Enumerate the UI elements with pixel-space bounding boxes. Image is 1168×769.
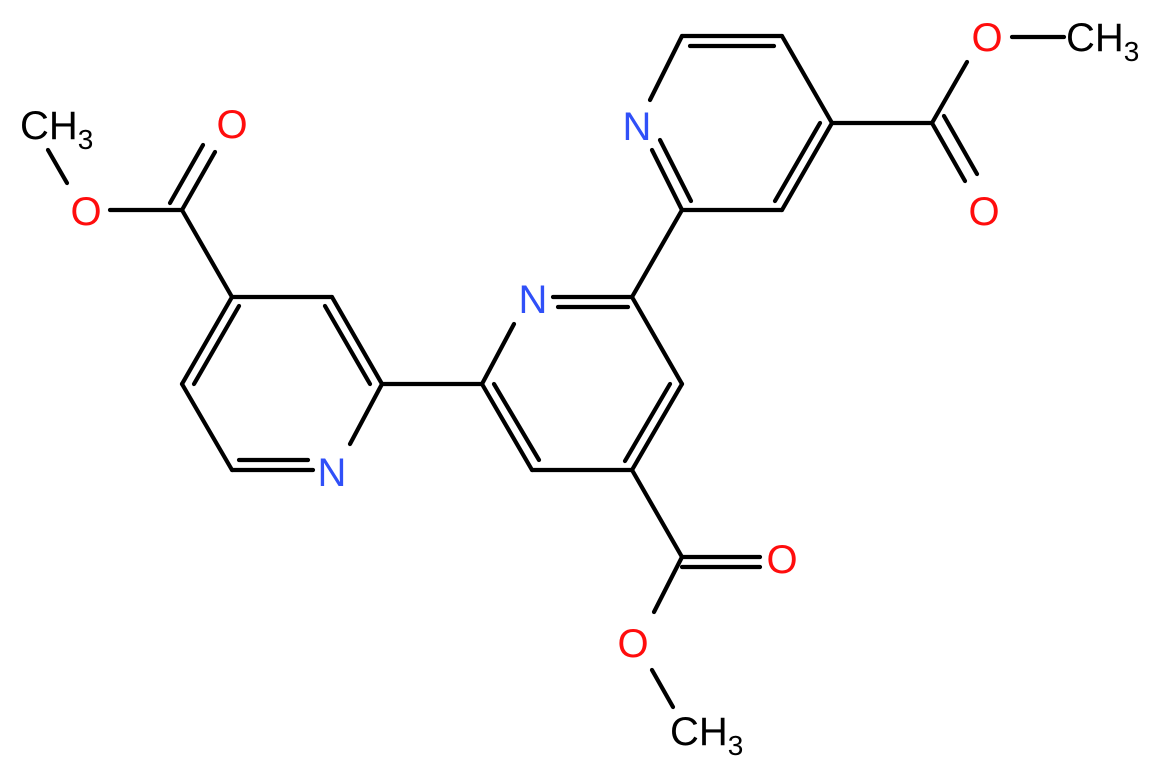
bond bbox=[45, 147, 70, 186]
nitrogen-label-left: N bbox=[318, 451, 347, 495]
ring-center-pyridine bbox=[479, 294, 685, 473]
bond bbox=[179, 149, 218, 213]
oxygen-label-top-right-carbonyl: O bbox=[968, 190, 999, 234]
bond bbox=[929, 120, 968, 184]
bond bbox=[779, 120, 835, 213]
bond-double-inner bbox=[622, 381, 673, 464]
bond bbox=[651, 554, 685, 615]
bond bbox=[649, 147, 685, 213]
bond-double-inner bbox=[191, 303, 242, 387]
nitrogen-label-top-right: N bbox=[623, 105, 652, 149]
ester-top-right bbox=[829, 34, 1067, 184]
bond bbox=[629, 381, 685, 473]
bond-double-inner bbox=[322, 303, 373, 387]
ester-top-left bbox=[45, 142, 235, 300]
bond bbox=[479, 381, 535, 473]
bond bbox=[329, 294, 385, 387]
ring-top-right-pyridine bbox=[647, 33, 835, 213]
bond-double-inner bbox=[941, 113, 980, 177]
bond bbox=[929, 59, 970, 126]
methyl-label-top-right: CH3 bbox=[1066, 16, 1139, 67]
bond-double-inner bbox=[491, 381, 542, 463]
oxygen-label-top-left-ether: O bbox=[70, 190, 101, 234]
bond-ring-link-right bbox=[629, 207, 685, 300]
bond-double-inner bbox=[772, 120, 823, 204]
methyl-label-bottom: CH3 bbox=[670, 710, 743, 761]
methyl-label-top-left: CH3 bbox=[20, 104, 93, 155]
bond bbox=[779, 33, 835, 126]
bond bbox=[647, 33, 685, 103]
bond bbox=[479, 321, 517, 387]
oxygen-label-bottom-carbonyl: O bbox=[766, 538, 797, 582]
nitrogen-label-center: N bbox=[519, 278, 548, 322]
bond bbox=[649, 667, 676, 710]
ring-left-pyridine bbox=[179, 294, 385, 473]
bond-double-inner bbox=[167, 142, 206, 206]
oxygen-label-bottom-ether: O bbox=[617, 622, 648, 666]
bond bbox=[347, 381, 385, 447]
bond bbox=[179, 207, 235, 300]
bond bbox=[629, 294, 685, 387]
oxygen-label-top-right-ether: O bbox=[971, 16, 1002, 60]
ester-bottom bbox=[629, 467, 763, 710]
bond bbox=[179, 294, 235, 387]
bond-double-inner bbox=[657, 137, 694, 204]
bond bbox=[629, 467, 685, 560]
bond bbox=[179, 381, 235, 473]
oxygen-label-top-left-carbonyl: O bbox=[216, 103, 247, 147]
